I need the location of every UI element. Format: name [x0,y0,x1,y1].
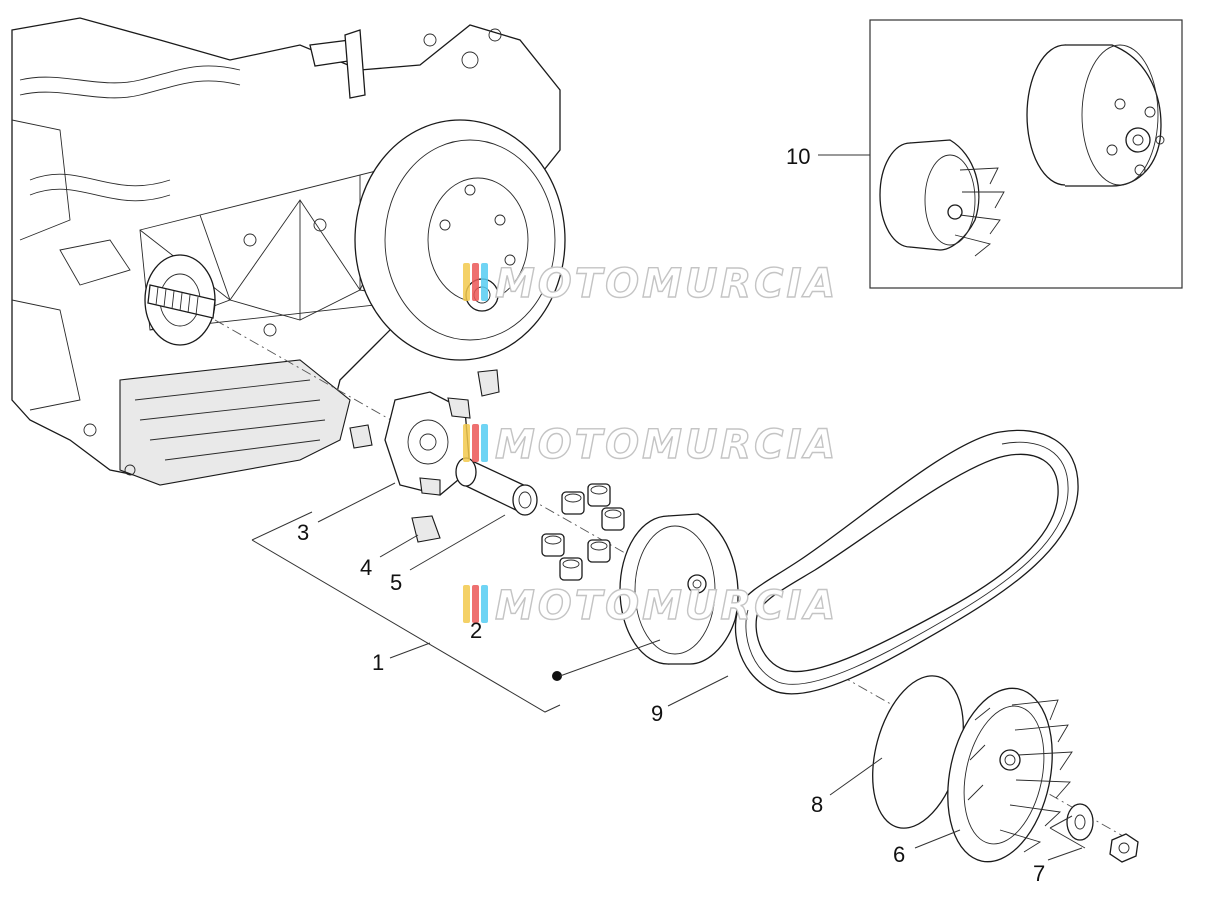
callout-5: 5 [390,570,402,595]
leader-lines [317,154,1086,861]
engine-case [11,17,566,486]
callout-7: 7 [1033,861,1045,886]
watermark-text: MOTOMURCIA [495,583,838,629]
watermark-logo: MOTOMURCIA [463,260,838,308]
watermark-text: MOTOMURCIA [495,422,838,468]
callout-labels: 1 2 3 4 5 6 7 8 9 10 [297,144,1045,886]
callout-6: 6 [893,842,905,867]
watermark-logo: MOTOMURCIA [463,582,838,630]
callout-4: 4 [360,555,372,580]
callout-8: 8 [811,792,823,817]
inset-box [869,19,1183,289]
fixed-fan-pulley [947,687,1073,863]
callout-2: 2 [470,618,482,643]
ramp-plate [384,391,471,496]
watermark: MOTOMURCIA MOTOMURCIA MOTOMURCIA [463,260,838,630]
callout-1: 1 [372,650,384,675]
drive-belt [734,429,1079,695]
callout-9: 9 [651,701,663,726]
group-bracket [251,511,561,713]
variator-pulley [619,513,739,665]
bushing-sleeve [455,457,538,516]
reference-dot [552,671,562,681]
callout-3: 3 [297,520,309,545]
slide-clip [349,369,500,543]
watermark-logo: MOTOMURCIA [463,421,838,469]
watermark-text: MOTOMURCIA [495,261,838,307]
roller-weights [541,483,625,581]
callout-10: 10 [786,144,810,169]
washer-nut [1066,803,1139,863]
